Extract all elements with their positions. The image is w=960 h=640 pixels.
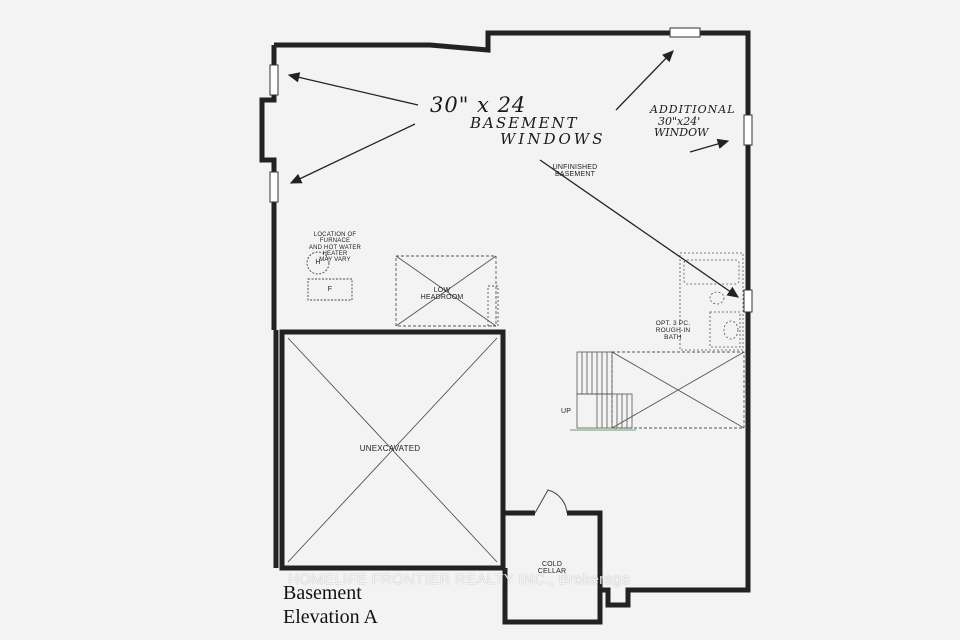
water-heater-symbol <box>306 251 330 275</box>
unfinished-line1-text: UNFINISHED <box>552 164 598 171</box>
additional-line3-text: WINDOW <box>654 126 709 140</box>
furnace-note-line1-text: LOCATION OF FURNACE <box>313 232 357 245</box>
low-headroom-line2-text: HEADROOM <box>420 294 464 302</box>
unexcavated-cross <box>287 337 498 563</box>
cold-cellar-wall <box>502 510 603 625</box>
cold-cellar-door <box>534 489 568 514</box>
low-headroom-label: LOW HEADROOM <box>412 287 472 302</box>
additional-window-note: ADDITIONAL 30"x24' WINDOW <box>650 104 750 139</box>
staircase <box>570 351 636 431</box>
low-headroom-area <box>395 255 499 327</box>
windows-line1-text: BASEMENT <box>470 114 579 133</box>
cold-cellar-line2-text: CELLAR <box>537 568 567 576</box>
brokerage-watermark: HOMELIFE FRONTIER REALTY INC., Brokerage <box>288 571 631 588</box>
additional-line1-text: ADDITIONAL <box>650 103 736 116</box>
rough-in-bath <box>679 252 744 351</box>
caption-subtitle: Elevation A <box>283 606 378 628</box>
bath-line3-text: BATH <box>664 333 682 341</box>
bath-line1-text: OPT. 3 PC. <box>655 320 691 327</box>
furnace-note-line2-text: AND HOT WATER HEATER <box>308 244 362 257</box>
unexcavated-label: UNEXCAVATED <box>359 444 421 453</box>
windows-note: 30" x 24 BASEMENT WINDOWS <box>430 94 620 148</box>
stairs-up-label: UP <box>560 408 572 415</box>
rough-in-bath-label: OPT. 3 PC. ROUGH-IN BATH <box>650 320 696 341</box>
windows-size-text: 30" x 24 <box>430 93 527 117</box>
furnace-note-line3-text: MAY VARY <box>319 257 351 264</box>
cold-cellar-line1-text: COLD <box>541 561 563 568</box>
window <box>269 27 753 313</box>
furnace-symbol <box>307 278 353 301</box>
additional-line2-text: 30"x24' <box>658 114 701 128</box>
cold-cellar-label: COLD CELLAR <box>527 561 577 576</box>
unfinished-basement-label: UNFINISHED BASEMENT <box>540 164 610 179</box>
low-headroom-line1-text: LOW <box>433 287 451 294</box>
annotation-arrows <box>287 50 740 298</box>
exterior-wall-top <box>274 30 751 608</box>
bath-line2-text: ROUGH-IN <box>655 326 691 334</box>
furnace-location-note: LOCATION OF FURNACE AND HOT WATER HEATER… <box>300 232 370 263</box>
unfinished-line2-text: BASEMENT <box>554 171 596 179</box>
windows-line2-text: WINDOWS <box>500 129 606 148</box>
caption-title: Basement <box>283 582 362 604</box>
furnace-symbol-letter: F <box>327 286 333 293</box>
heater-symbol-letter: H <box>315 259 321 266</box>
